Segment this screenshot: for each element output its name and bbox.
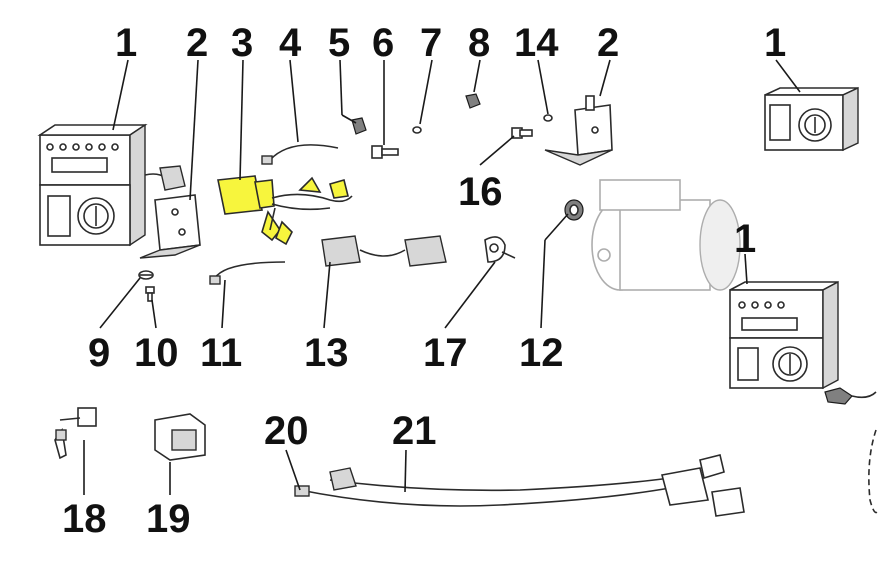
part-8-nut[interactable] [465,93,481,109]
callout-9: 9 [88,331,110,375]
part-12-grommet[interactable] [564,199,584,221]
part-1-switch-panel-left[interactable] [37,123,186,247]
callout-10: 10 [134,331,179,375]
part-2-bracket-right[interactable] [544,95,613,166]
callout-1-left: 1 [115,21,137,65]
leader-lines [83,59,801,495]
part-3-wiring-harness[interactable] [217,175,353,246]
callout-21: 21 [392,409,437,453]
part-19-connector-block[interactable] [154,413,206,461]
part-7-washer[interactable] [412,126,422,134]
callout-1-top-right: 1 [764,21,786,65]
callout-16: 16 [458,170,503,214]
callout-2-right: 2 [597,21,619,65]
callout-4: 4 [279,21,302,65]
part-1-switch-panel-right[interactable] [729,280,878,514]
part-2-bracket-left[interactable] [139,194,201,259]
callout-14: 14 [514,21,559,65]
callout-11: 11 [200,331,242,375]
callout-13: 13 [304,331,349,375]
callout-8: 8 [468,21,490,65]
callout-18: 18 [62,497,107,541]
part-13-connector-harness[interactable] [321,235,447,267]
callout-7: 7 [420,21,442,65]
part-1-switch-panel-top-right[interactable] [764,86,859,152]
part-6-bolt[interactable] [371,145,399,159]
callout-1-right: 1 [734,217,756,261]
part-5-nut[interactable] [351,117,367,135]
part-10-screw[interactable] [145,286,155,302]
part-4-wire[interactable] [261,144,339,165]
callout-19: 19 [146,497,191,541]
callout-5: 5 [328,21,350,65]
part-18-keys[interactable] [54,407,97,460]
part-20-21-cable-harness[interactable] [294,454,745,517]
part-14-washer[interactable] [543,114,553,122]
part-11-wire[interactable] [209,261,286,285]
starter-motor [591,179,741,291]
part-16-bolt[interactable] [511,127,533,139]
callout-3: 3 [231,21,253,65]
callout-12: 12 [519,331,564,375]
callout-labels: 1 2 3 4 5 6 7 8 14 2 1 16 1 9 10 11 13 1… [62,21,786,541]
callout-6: 6 [372,21,394,65]
callout-2-left: 2 [186,21,208,65]
callout-20: 20 [264,409,309,453]
callout-17: 17 [423,331,468,375]
part-9-washer[interactable] [138,270,154,280]
part-17-cable-clamp[interactable] [484,236,516,263]
